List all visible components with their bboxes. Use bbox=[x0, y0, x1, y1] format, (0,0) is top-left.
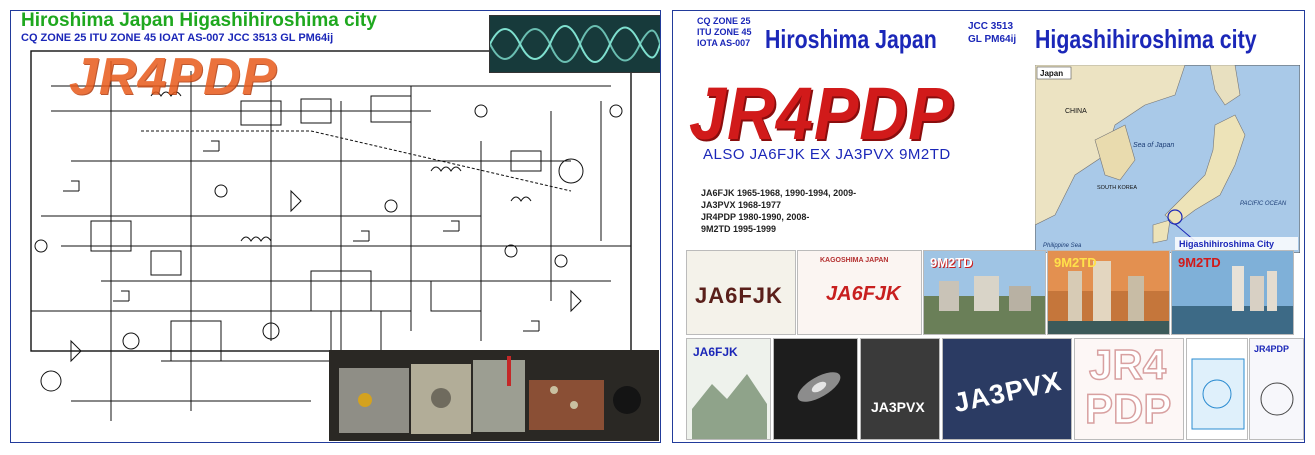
zones-block: CQ ZONE 25 ITU ZONE 45 IOTA AS-007 bbox=[697, 16, 752, 49]
grid-locator: GL PM64ij bbox=[968, 34, 1017, 45]
qsl-card-text: 9M2TD bbox=[1178, 255, 1221, 270]
qsl-card-text: PDP bbox=[1084, 384, 1172, 433]
map-label-china: CHINA bbox=[1065, 108, 1087, 115]
history-line: JA6FJK 1965-1968, 1990-1994, 2009- bbox=[701, 188, 857, 198]
qsl-card-9m2td-1: 9M2TD bbox=[923, 250, 1046, 335]
qsl-card-ja6fjk: JA6FJK bbox=[686, 250, 796, 335]
qsl-card-text: JR4PDP bbox=[1254, 344, 1290, 354]
left-card-title: Hiroshima Japan Higashihiroshima city bbox=[21, 10, 377, 31]
left-qsl-card: Hiroshima Japan Higashihiroshima city CQ… bbox=[10, 10, 661, 443]
qsl-card-text: 9M2TD bbox=[1054, 255, 1097, 270]
iota-ref: IOTA AS-007 bbox=[697, 38, 751, 48]
qsl-card-cartoon-1 bbox=[1186, 338, 1248, 440]
cq-zone: CQ ZONE 25 bbox=[697, 16, 751, 26]
history-line: JA3PVX 1968-1977 bbox=[701, 200, 782, 210]
qsl-card-ja3pvx: JA3PVX bbox=[860, 338, 940, 440]
oscilloscope-image bbox=[489, 15, 660, 73]
history-line: 9M2TD 1995-1999 bbox=[701, 224, 777, 234]
map-label-city: Higashihiroshima City bbox=[1179, 239, 1274, 249]
right-card-callsign: JR4PDP bbox=[689, 72, 954, 155]
qsl-card-text: KAGOSHIMA JAPAN bbox=[820, 257, 889, 264]
qsl-card-text: 9M2TD bbox=[930, 255, 973, 270]
qsl-card-text: JA3PVX bbox=[871, 399, 925, 415]
radio-equipment-photo bbox=[329, 350, 659, 441]
qsl-card-9m2td-3: 9M2TD bbox=[1171, 250, 1294, 335]
qsl-card-jr4pdp-cartoon: JR4PDP bbox=[1249, 338, 1304, 440]
itu-zone: ITU ZONE 45 bbox=[697, 27, 752, 37]
qsl-card-text: JA6FJK bbox=[695, 283, 783, 308]
history-line: JR4PDP 1980-1990, 2008- bbox=[701, 212, 810, 222]
qsl-card-9m2td-2: 9M2TD bbox=[1047, 250, 1170, 335]
qsl-card-text: JA3PVX bbox=[950, 365, 1065, 419]
map-label-pacific: PACIFIC OCEAN bbox=[1240, 201, 1287, 207]
qsl-card-text: JA6FJK bbox=[693, 345, 738, 359]
map-label-sea: Sea of Japan bbox=[1133, 142, 1174, 149]
qsl-card-text: JR4 bbox=[1088, 340, 1167, 389]
qsl-card-kagoshima: KAGOSHIMA JAPAN JA6FJK bbox=[797, 250, 922, 335]
left-card-subtitle: CQ ZONE 25 ITU ZONE 45 IOAT AS-007 JCC 3… bbox=[21, 32, 334, 44]
circuit-schematic bbox=[30, 50, 632, 421]
qsl-card-text: JA6FJK bbox=[826, 283, 901, 305]
map-label-philippine: Philippine Sea bbox=[1043, 243, 1082, 249]
qsl-card-ja3pvx-galaxy bbox=[773, 338, 858, 440]
location-left: Hiroshima Japan bbox=[765, 24, 937, 54]
qsl-card-ja6fjk-2: JA6FJK bbox=[686, 338, 771, 440]
left-card-callsign: JR4PDP bbox=[69, 48, 278, 106]
jcc-grid-block: JCC 3513 GL PM64ij bbox=[968, 20, 1016, 46]
right-qsl-card: CQ ZONE 25 ITU ZONE 45 IOTA AS-007 Hiros… bbox=[672, 10, 1305, 443]
callsign-history: JA6FJK 1965-1968, 1990-1994, 2009- JA3PV… bbox=[701, 187, 856, 235]
jcc-code: JCC 3513 bbox=[968, 21, 1014, 32]
japan-map: Japan CHINA Sea of Japan SOUTH KOREA PAC… bbox=[1035, 65, 1300, 253]
map-label-korea: SOUTH KOREA bbox=[1097, 185, 1137, 191]
qsl-card-ja3pvx-large: JA3PVX bbox=[942, 338, 1072, 440]
qsl-card-jr4pdp-outline: JR4 PDP bbox=[1074, 338, 1184, 440]
map-label-japan: Japan bbox=[1040, 69, 1063, 78]
also-callsigns: ALSO JA6FJK EX JA3PVX 9M2TD bbox=[703, 146, 951, 163]
location-right: Higashihiroshima city bbox=[1035, 24, 1257, 54]
